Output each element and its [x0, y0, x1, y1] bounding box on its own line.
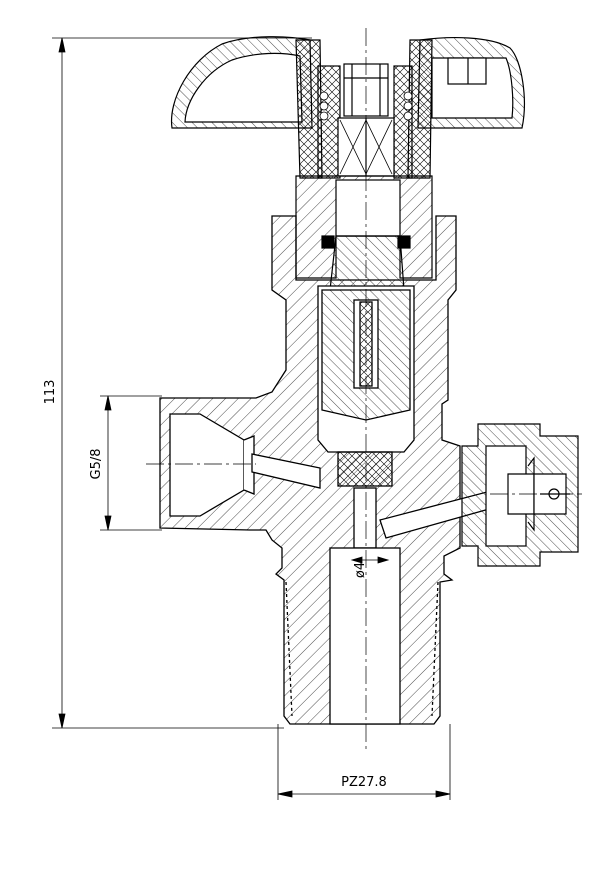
handwheel-hub-core-left: [317, 65, 341, 179]
safety-relief-fitting: [461, 423, 579, 567]
center-lines: [146, 28, 582, 750]
inlet-thread-right: [431, 581, 439, 717]
bonnet: [295, 175, 433, 291]
inlet-thread-left: [285, 581, 293, 717]
o-ring-left: [321, 235, 335, 249]
inlet-bore: [329, 547, 401, 725]
valve-seat: [337, 451, 393, 487]
bore-diameter-label: ø4: [353, 562, 368, 578]
spring-balls: [319, 91, 413, 121]
dimension-lines: [52, 37, 451, 800]
bonnet-bore: [335, 179, 401, 237]
handwheel-left-inner: [184, 52, 303, 123]
handwheel: [170, 36, 525, 179]
valve-body: [159, 215, 515, 725]
o-ring-right: [397, 235, 411, 249]
handwheel-hub-core-right: [393, 65, 413, 179]
height-dimension-label: 113: [43, 380, 58, 405]
side-port-thread-label: G5/8: [89, 449, 104, 480]
side-passage: [251, 453, 321, 489]
handwheel-right-pocket: [447, 57, 487, 85]
vertical-bore: [353, 487, 377, 549]
inlet-thread-label: PZ27.8: [341, 775, 387, 790]
